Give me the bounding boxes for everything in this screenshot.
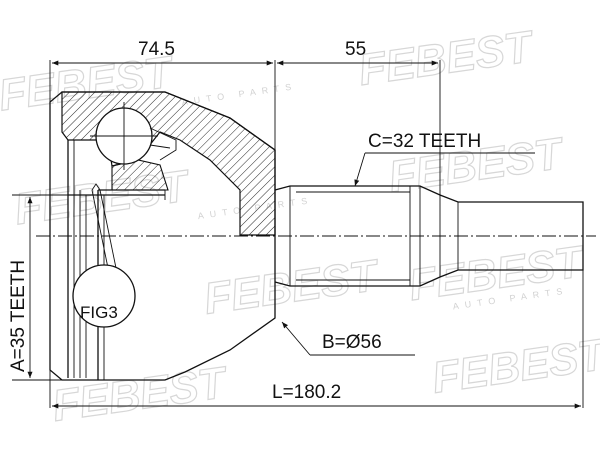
diameter-b-callout: B=Ø56 [281, 321, 415, 356]
dimension-74-5-label: 74.5 [138, 39, 175, 60]
spline-c-callout: C=32 TEETH [354, 131, 535, 187]
spline-c-label: C=32 TEETH [368, 131, 481, 152]
watermark-subtext: AUTO PARTS [181, 81, 298, 107]
watermark-text: FEBEST [356, 22, 538, 95]
spline-a-label: A=35 TEETH [8, 260, 29, 372]
fig3-callout: FIG3 [72, 183, 136, 328]
fig3-label: FIG3 [80, 303, 118, 322]
diameter-b-label: B=Ø56 [322, 332, 382, 353]
fig3-circle [72, 264, 136, 328]
watermark-text: FEBEST [12, 161, 194, 234]
watermark-text: FEBEST [201, 251, 383, 324]
watermark-text: FEBEST [429, 330, 600, 403]
dimension-a: A=35 TEETH [8, 197, 33, 378]
dimension-length: L=180.2 [52, 382, 581, 409]
dimension-top: 74.5 55 [52, 39, 438, 66]
shaft-stem [274, 185, 584, 287]
watermark-text: FEBEST [49, 358, 231, 431]
length-l-label: L=180.2 [272, 382, 341, 403]
dimension-55-label: 55 [345, 39, 366, 60]
ball [90, 102, 177, 170]
